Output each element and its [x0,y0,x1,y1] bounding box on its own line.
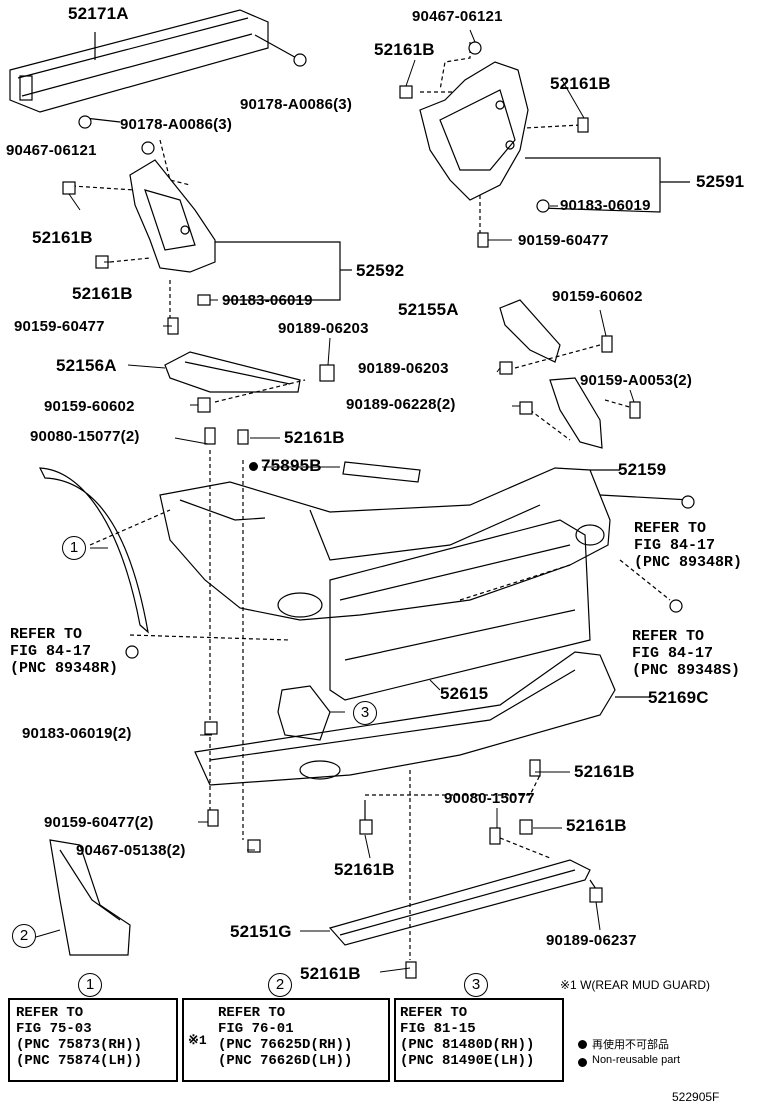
label-90159-60477-l: 90159-60477 [14,318,105,335]
refer-to-89348R-left: REFER TO FIG 84-17 (PNC 89348R) [10,626,119,677]
label-90183-06019-l: 90183-06019 [222,292,313,309]
label-52161B-a: 52161B [374,40,435,59]
reference-box-2 [182,998,390,1082]
label-90159-60602-l: 90159-60602 [44,398,135,415]
label-52171A: 52171A [68,4,129,23]
label-90178-A0086-a: 90178-A0086(3) [240,96,353,113]
reference-box-3-text: REFER TO FIG 81-15 (PNC 81480D(RH)) (PNC… [400,1005,535,1069]
callout-circle-3: 3 [353,701,377,725]
bumper-cover-52159 [159,467,611,621]
box-circle-1: 1 [78,973,102,997]
label-75895B: 75895B [261,456,322,475]
label-52592: 52592 [356,261,405,280]
legend-dot-1 [578,1040,587,1049]
bracket-52156A [164,351,301,393]
label-52161B-h: 52161B [334,860,395,879]
reference-box-2-mark: ※1 [188,1033,207,1048]
reference-box-2-text: REFER TO FIG 76-01 (PNC 76625D(RH)) (PNC… [218,1005,353,1069]
label-52161B-e: 52161B [284,428,345,447]
label-90178-A0086-b: 90178-A0086(3) [120,116,233,133]
label-52161B-f: 52161B [574,762,635,781]
box-circle-2: 2 [268,973,292,997]
reference-box-3 [394,998,564,1082]
legend-non-reusable-jp: 再使用不可部品 [592,1039,669,1051]
label-90189-06203-b: 90189-06203 [358,360,449,377]
label-90080-15077: 90080-15077 [444,790,535,807]
reinforcement-52171A [9,9,269,113]
label-90467-06121-left: 90467-06121 [6,142,97,159]
legend-non-reusable-en: Non-reusable part [592,1054,681,1066]
lower-garnish-52169C [194,651,616,786]
label-52161B-d: 52161B [72,284,133,303]
label-52161B-g: 52161B [566,816,627,835]
reference-box-1 [8,998,178,1082]
label-90189-06228: 90189-06228(2) [346,396,456,413]
footnote-mud-guard: ※1 W(REAR MUD GUARD) [560,978,711,992]
label-52161B-c: 52161B [32,228,93,247]
label-52591: 52591 [696,172,745,191]
label-90189-06237: 90189-06237 [546,932,637,949]
refer-to-89348S: REFER TO FIG 84-17 (PNC 89348S) [632,628,741,679]
label-90159-60477-2: 90159-60477(2) [44,814,154,831]
bracket-52591 [419,61,529,201]
label-90467-05138: 90467-05138(2) [76,842,186,859]
moulding-52151G [328,859,591,946]
callout-circle-1: 1 [62,536,86,560]
diagram-id: 522905F [672,1090,720,1104]
label-90189-06203-a: 90189-06203 [278,320,369,337]
mud-flap-2 [49,839,131,956]
legend-dot-2 [578,1058,587,1067]
label-52155A: 52155A [398,300,459,319]
label-52161B-b: 52161B [550,74,611,93]
label-90467-06121-top: 90467-06121 [412,8,503,25]
refer-to-89348R-right: REFER TO FIG 84-17 (PNC 89348R) [634,520,743,571]
label-90183-06019-r: 90183-06019 [560,197,651,214]
label-90080-15077-2: 90080-15077(2) [30,428,140,445]
box-circle-3: 3 [464,973,488,997]
label-52159: 52159 [618,460,667,479]
label-90159-60477-r: 90159-60477 [518,232,609,249]
bracket-52592 [129,159,216,273]
label-52169C: 52169C [648,688,709,707]
label-90159-A0053: 90159-A0053(2) [580,372,693,389]
label-52615: 52615 [440,684,489,703]
label-52161B-i: 52161B [300,964,361,983]
callout-circle-2: 2 [12,924,36,948]
retainer-52615 [329,519,591,701]
non-reusable-marker [249,462,258,471]
label-52156A: 52156A [56,356,117,375]
label-90183-06019-2: 90183-06019(2) [22,725,132,742]
reference-box-1-text: REFER TO FIG 75-03 (PNC 75873(RH)) (PNC … [16,1005,143,1069]
label-90159-60602-r: 90159-60602 [552,288,643,305]
bracket-52155A [499,299,561,363]
label-52151G: 52151G [230,922,292,941]
